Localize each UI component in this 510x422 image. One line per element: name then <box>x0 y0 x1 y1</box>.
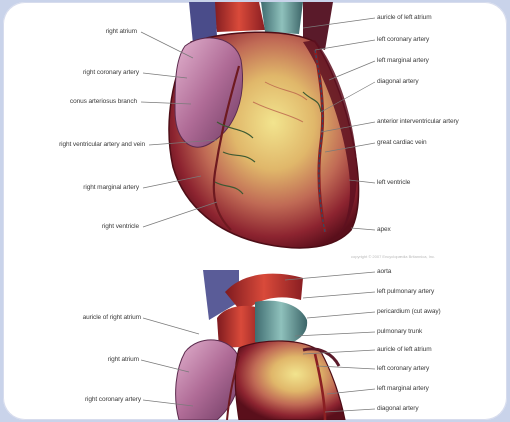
label-right-atrium: right atrium <box>106 28 137 35</box>
copyright-credit: copyright © 2007 Encyclopædia Britannica… <box>351 254 435 259</box>
label-left-marginal-artery: left marginal artery <box>377 57 429 64</box>
label-auricle-of-right-atrium: auricle of right atrium <box>83 314 141 321</box>
label-left-coronary-artery: left coronary artery <box>377 36 429 43</box>
label-left-ventricle: left ventricle <box>377 179 410 186</box>
label-pulmonary-trunk: pulmonary trunk <box>377 328 422 335</box>
label-conus-arteriosus-branch: conus arteriosus branch <box>70 98 137 105</box>
label-right-atrium-bottom: right atrium <box>108 356 139 363</box>
label-auricle-of-left-atrium-bottom: auricle of left atrium <box>377 346 432 353</box>
label-left-coronary-artery-bottom: left coronary artery <box>377 365 429 372</box>
label-right-marginal-artery: right marginal artery <box>83 184 139 191</box>
label-diagonal-artery-bottom: diagonal artery <box>377 405 419 412</box>
label-right-ventricular-artery-and-vein: right ventricular artery and vein <box>59 141 145 148</box>
figure-panel: right atrium right coronary artery conus… <box>3 2 507 420</box>
label-diagonal-artery: diagonal artery <box>377 78 419 85</box>
label-left-marginal-artery-bottom: left marginal artery <box>377 385 429 392</box>
label-apex: apex <box>377 226 391 233</box>
label-great-cardiac-vein: great cardiac vein <box>377 139 427 146</box>
label-left-pulmonary-artery: left pulmonary artery <box>377 288 434 295</box>
label-aorta: aorta <box>377 268 391 275</box>
label-auricle-of-left-atrium: auricle of left atrium <box>377 14 432 21</box>
leader-lines <box>3 2 507 420</box>
label-right-coronary-artery: right coronary artery <box>83 69 139 76</box>
label-pericardium-cut-away: pericardium (cut away) <box>377 308 441 315</box>
label-right-ventricle: right ventricle <box>102 223 139 230</box>
label-right-coronary-artery-bottom: right coronary artery <box>85 396 141 403</box>
label-anterior-interventricular-artery: anterior interventricular artery <box>377 118 459 125</box>
